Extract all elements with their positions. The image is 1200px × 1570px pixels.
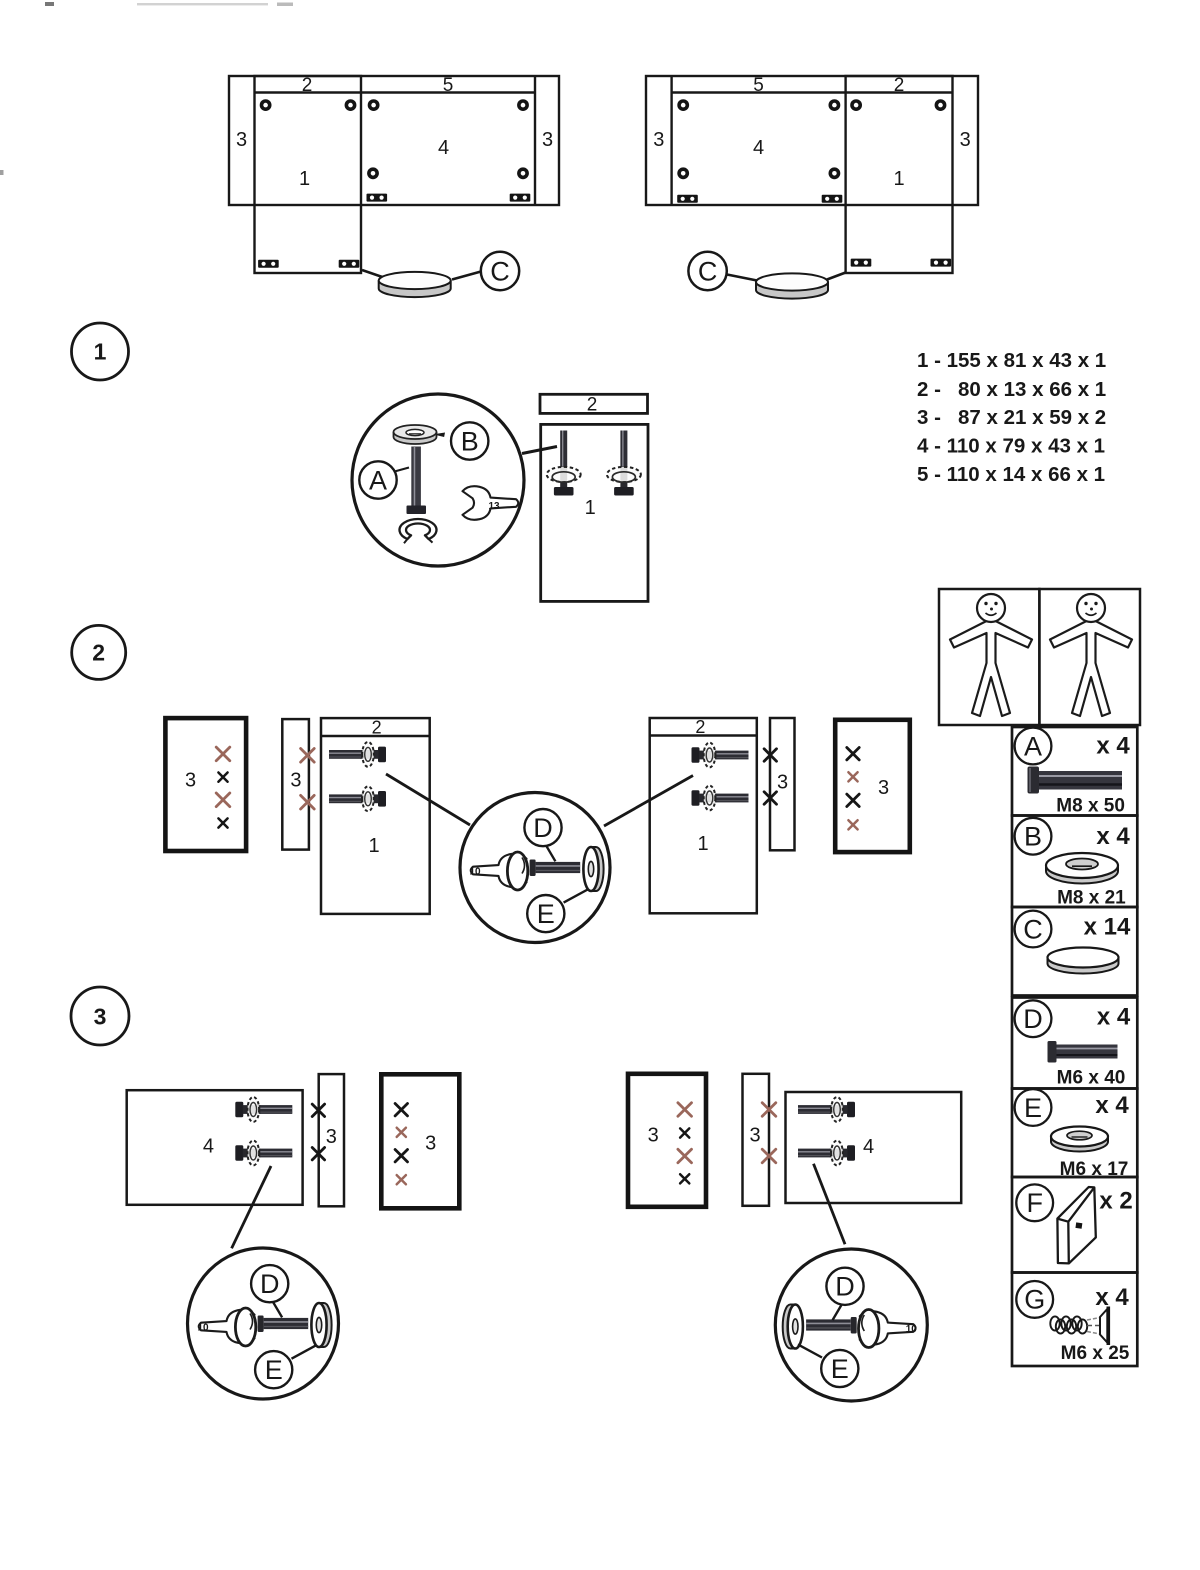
- svg-text:M8 x 21: M8 x 21: [1057, 888, 1126, 909]
- svg-text:4: 4: [438, 137, 449, 159]
- svg-text:3: 3: [749, 1125, 760, 1147]
- svg-text:E: E: [537, 899, 555, 929]
- svg-text:E: E: [1024, 1093, 1042, 1123]
- svg-text:3: 3: [425, 1133, 436, 1155]
- svg-text:3: 3: [878, 777, 889, 799]
- svg-text:F: F: [1026, 1188, 1043, 1218]
- svg-text:3 - 87 x 21 x 59 x 2: 3 - 87 x 21 x 59 x 2: [917, 406, 1106, 429]
- svg-text:A: A: [369, 466, 387, 496]
- svg-text:2 - 80 x 13 x 66 x 1: 2 - 80 x 13 x 66 x 1: [917, 378, 1106, 401]
- svg-text:1: 1: [94, 339, 107, 365]
- svg-text:x 4: x 4: [1095, 1092, 1129, 1119]
- svg-text:D: D: [1023, 1004, 1043, 1034]
- svg-text:3: 3: [648, 1125, 659, 1147]
- svg-text:2: 2: [587, 395, 598, 416]
- svg-text:2: 2: [92, 639, 105, 665]
- svg-text:3: 3: [326, 1126, 337, 1148]
- svg-text:1: 1: [585, 497, 596, 519]
- svg-text:B: B: [1024, 822, 1042, 852]
- svg-text:5 - 110 x 14 x 66 x 1: 5 - 110 x 14 x 66 x 1: [917, 463, 1105, 486]
- svg-text:3: 3: [960, 129, 971, 151]
- svg-text:1: 1: [299, 168, 310, 190]
- svg-text:D: D: [835, 1272, 855, 1302]
- svg-text:10: 10: [197, 1323, 209, 1334]
- svg-text:1: 1: [697, 833, 708, 855]
- svg-text:5: 5: [443, 75, 454, 96]
- svg-text:1: 1: [368, 835, 379, 857]
- svg-text:x 4: x 4: [1097, 1004, 1131, 1031]
- svg-text:3: 3: [653, 129, 664, 151]
- svg-text:E: E: [265, 1355, 283, 1385]
- svg-text:C: C: [698, 257, 718, 287]
- svg-text:4 - 110 x 79 x 43 x 1: 4 - 110 x 79 x 43 x 1: [917, 435, 1105, 458]
- svg-text:x 4: x 4: [1096, 823, 1130, 850]
- svg-text:x 4: x 4: [1096, 733, 1130, 760]
- svg-text:x 2: x 2: [1099, 1188, 1132, 1215]
- svg-text:10: 10: [469, 867, 481, 878]
- svg-text:x 4: x 4: [1095, 1284, 1129, 1311]
- svg-text:B: B: [461, 427, 479, 457]
- svg-text:5: 5: [753, 75, 764, 96]
- svg-text:C: C: [1023, 914, 1043, 944]
- svg-text:3: 3: [94, 1004, 107, 1030]
- svg-text:A: A: [1024, 731, 1042, 761]
- svg-text:4: 4: [753, 137, 764, 159]
- svg-text:M8 x 50: M8 x 50: [1056, 796, 1125, 817]
- svg-text:3: 3: [290, 770, 301, 792]
- svg-text:D: D: [533, 813, 553, 843]
- svg-text:D: D: [260, 1269, 280, 1299]
- svg-text:4: 4: [203, 1136, 214, 1158]
- svg-text:E: E: [831, 1354, 849, 1384]
- svg-text:10: 10: [906, 1324, 918, 1335]
- svg-text:2: 2: [695, 717, 705, 737]
- svg-text:13: 13: [488, 501, 500, 512]
- svg-text:3: 3: [185, 770, 196, 792]
- svg-text:G: G: [1024, 1285, 1045, 1315]
- svg-text:x 14: x 14: [1084, 914, 1131, 941]
- svg-text:C: C: [490, 257, 510, 287]
- svg-text:2: 2: [894, 75, 905, 96]
- svg-text:3: 3: [777, 772, 788, 794]
- svg-text:M6 x 17: M6 x 17: [1060, 1159, 1129, 1180]
- svg-text:2: 2: [302, 75, 313, 96]
- svg-text:M6 x 25: M6 x 25: [1061, 1343, 1130, 1364]
- svg-text:1: 1: [893, 168, 904, 190]
- svg-text:4: 4: [863, 1136, 874, 1158]
- svg-text:2: 2: [372, 718, 382, 738]
- svg-text:3: 3: [236, 129, 247, 151]
- svg-text:M6 x 40: M6 x 40: [1057, 1068, 1126, 1089]
- svg-text:1 - 155 x 81 x 43 x 1: 1 - 155 x 81 x 43 x 1: [917, 349, 1106, 372]
- svg-text:3: 3: [542, 129, 553, 151]
